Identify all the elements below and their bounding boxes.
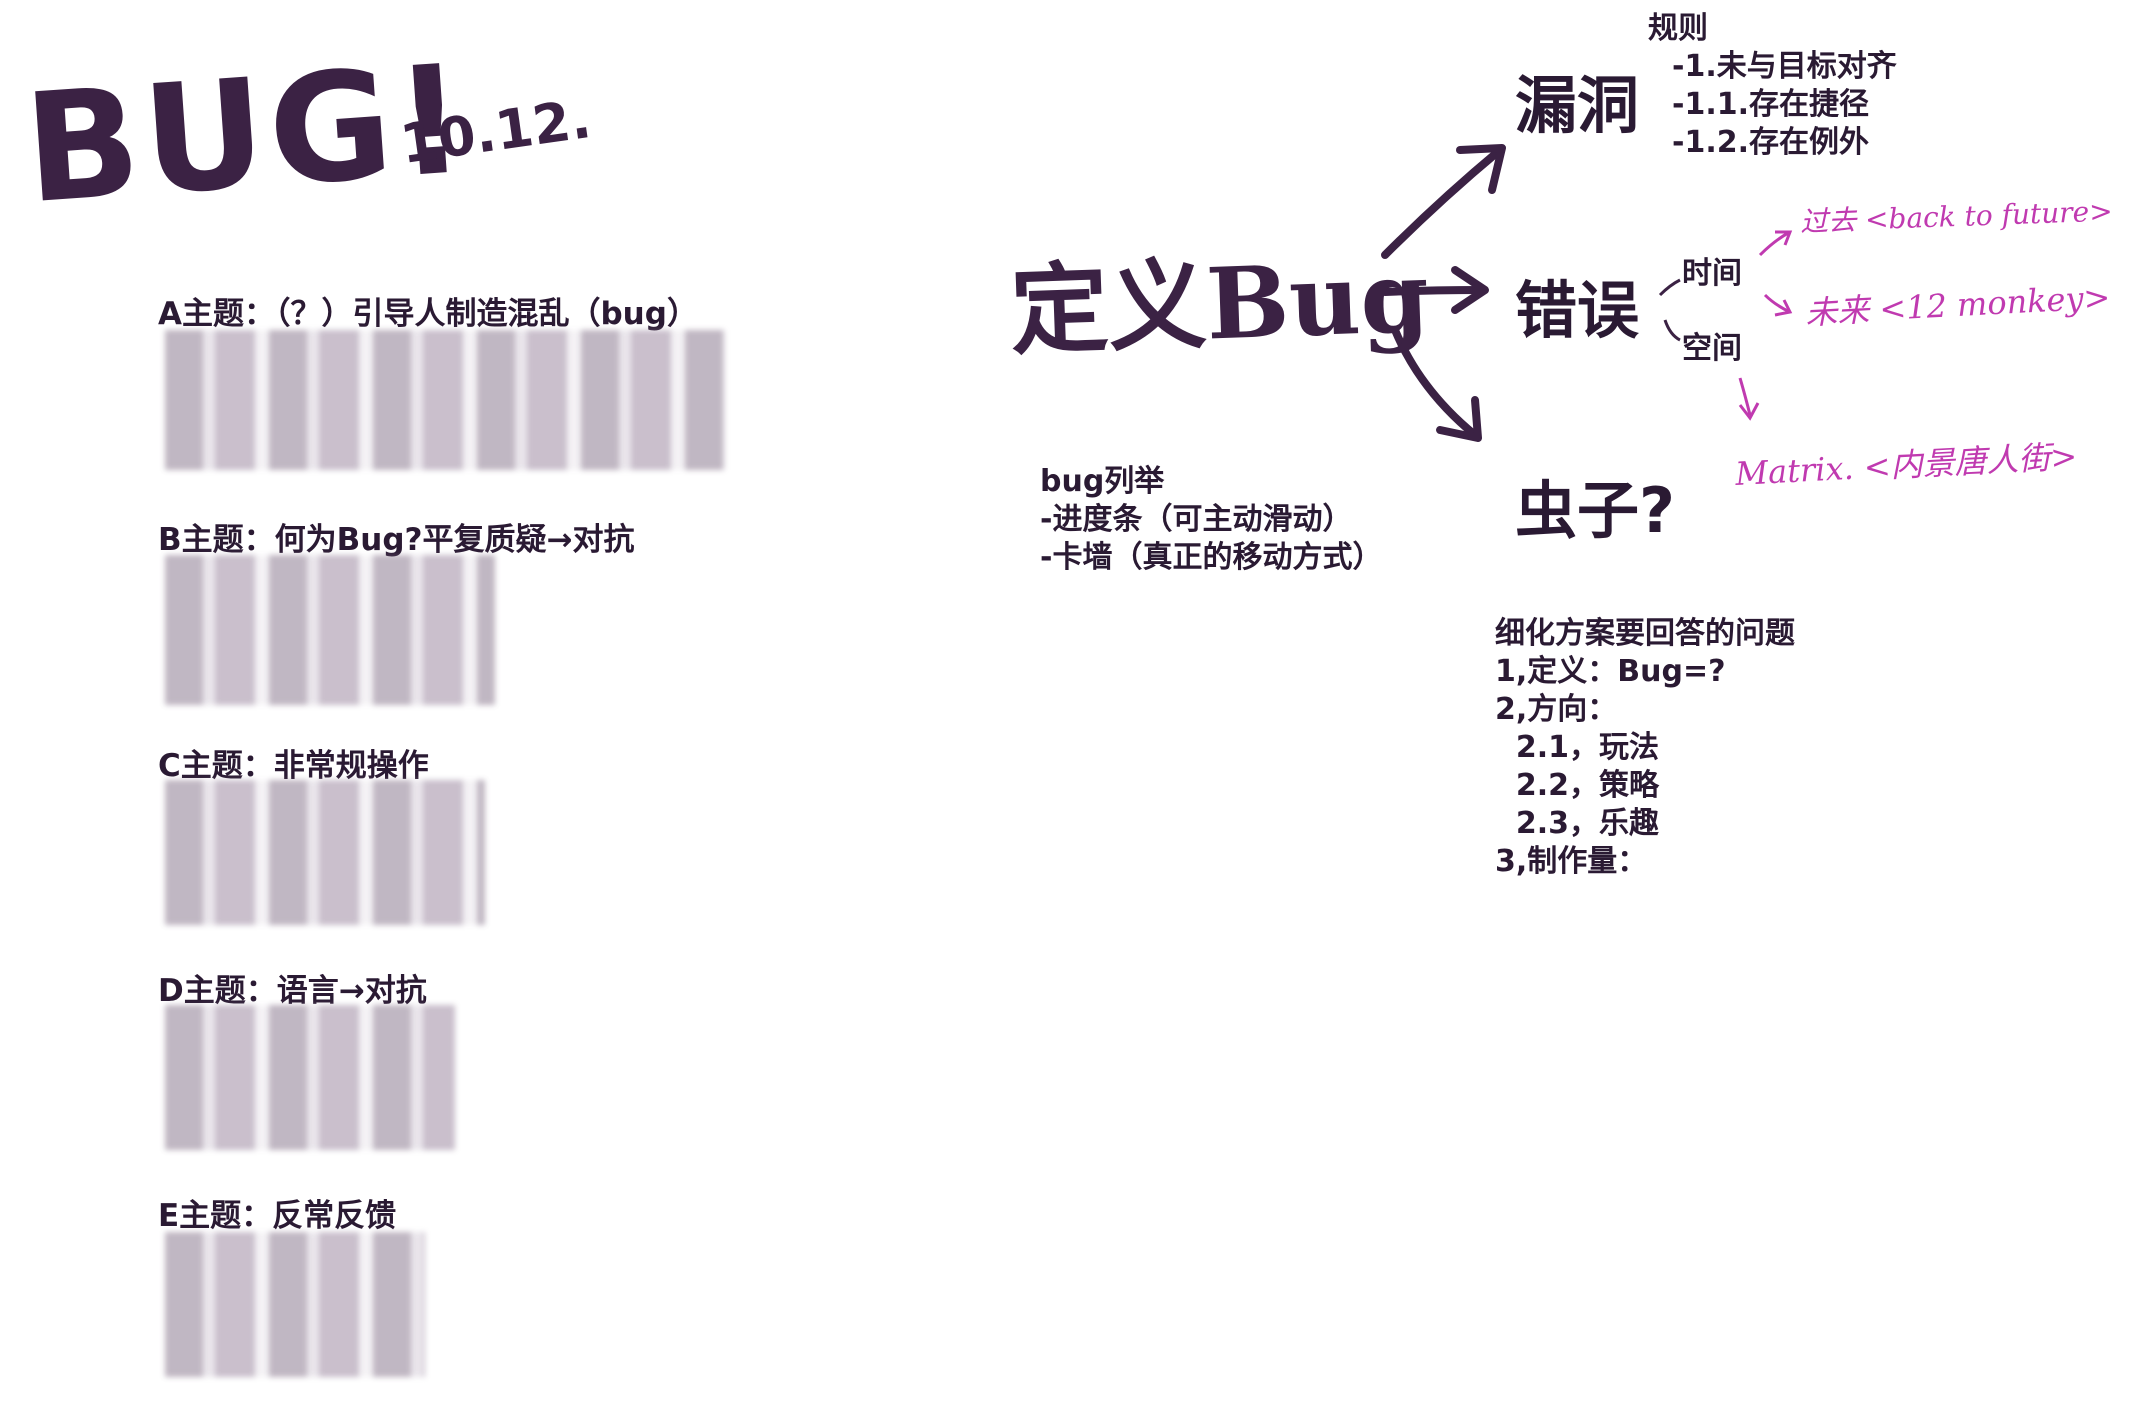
annotation-space: Matrix. <内景唐人街> (1734, 437, 2079, 493)
question-2-2: 2.2，策略 (1495, 768, 1660, 803)
theme-c-redacted (165, 780, 485, 925)
space-label: 空间 (1682, 331, 1742, 366)
theme-d-title: D主题：语言→对抗 (158, 973, 427, 1009)
branch-error: 错误 (1515, 274, 1640, 347)
bug-list-item-1: -进度条（可主动滑动） (1040, 502, 1353, 537)
theme-b-title: B主题：何为Bug?平复质疑→对抗 (158, 522, 635, 558)
question-3: 3,制作量： (1495, 844, 1648, 879)
questions-title: 细化方案要回答的问题 (1495, 616, 1795, 651)
theme-c-title: C主题：非常规操作 (158, 748, 429, 784)
time-label: 时间 (1682, 256, 1742, 291)
branch-loophole: 漏洞 (1515, 69, 1640, 142)
annotation-time-past: 过去 <back to future> (1799, 194, 2114, 239)
theme-e-redacted (165, 1232, 425, 1377)
theme-e-title: E主题：反常反馈 (158, 1198, 397, 1234)
theme-a-redacted (165, 330, 725, 470)
theme-d-redacted (165, 1005, 455, 1150)
mindmap-root: 定义Bug (1008, 239, 1431, 370)
annotation-time-future: 未来 <12 monkey> (1804, 278, 2112, 332)
rules-line-1: -1.未与目标对齐 (1672, 49, 1897, 84)
bug-list-item-2: -卡墙（真正的移动方式） (1040, 540, 1383, 575)
theme-a-title: A主题：（？）引导人制造混乱（bug） (158, 296, 698, 332)
question-2-1: 2.1，玩法 (1495, 730, 1660, 765)
question-2-3: 2.3，乐趣 (1495, 806, 1660, 841)
rules-line-2: -1.1.存在捷径 (1672, 87, 1869, 122)
question-1: 1,定义：Bug=? (1495, 654, 1726, 689)
theme-b-redacted (165, 555, 495, 705)
bug-list-title: bug列举 (1040, 464, 1165, 499)
branch-bug: 虫子? (1515, 474, 1675, 547)
rules-line-3: -1.2.存在例外 (1672, 125, 1869, 160)
rules-title: 规则 (1648, 11, 1708, 46)
question-2: 2,方向： (1495, 692, 1618, 727)
